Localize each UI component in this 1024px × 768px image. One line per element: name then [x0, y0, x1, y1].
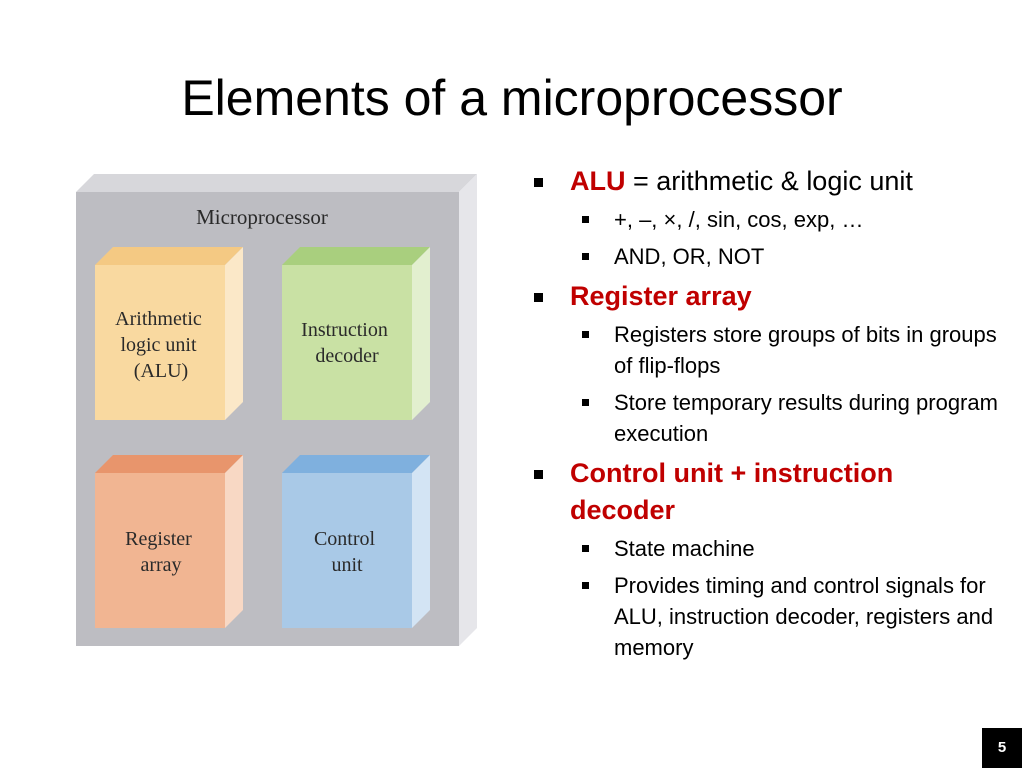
container-label: Microprocessor [196, 205, 328, 229]
register-block [95, 473, 225, 628]
square-bullet-icon [534, 163, 543, 200]
svg-text:Register array: Register array [125, 528, 197, 576]
bullet-register-array: Register array [530, 278, 1000, 315]
alu-block-line3: (ALU) [134, 360, 188, 382]
sub-bullet: State machine [530, 533, 1000, 564]
register-block-line1: Register [125, 528, 192, 550]
alu-block [95, 265, 225, 420]
svg-text:Control unit: Control unit [314, 528, 380, 576]
svg-text:Instruction decoder: Instruction decoder [301, 319, 393, 367]
register-block-line2: array [140, 554, 181, 576]
container-side-face [459, 174, 477, 646]
svg-text:Arithmetic logic unit: Arithmetic logic unit (ALU) [115, 308, 207, 382]
sub-bullet: AND, OR, NOT [530, 241, 1000, 272]
sub-bullet-text: Store temporary results during program e… [614, 390, 998, 446]
square-bullet-icon [582, 204, 589, 235]
decoder-block-top [282, 247, 430, 265]
sub-bullet: Store temporary results during program e… [530, 387, 1000, 449]
bullet-term: Register array [570, 281, 752, 311]
sub-bullet: +, –, ×, /, sin, cos, exp, … [530, 204, 1000, 235]
control-block [282, 473, 412, 628]
decoder-block-side [412, 247, 430, 420]
alu-block-side [225, 247, 243, 420]
sub-bullet-text: State machine [614, 536, 755, 561]
control-block-top [282, 455, 430, 473]
bullet-term: Control unit + instruction decoder [570, 458, 894, 525]
bullet-list: ALU = arithmetic & logic unit +, –, ×, /… [530, 163, 1000, 669]
square-bullet-icon [582, 319, 589, 350]
sub-bullet: Provides timing and control signals for … [530, 570, 1000, 663]
sub-bullet: Registers store groups of bits in groups… [530, 319, 1000, 381]
decoder-block-line2: decoder [315, 345, 379, 367]
square-bullet-icon [582, 387, 589, 418]
square-bullet-icon [582, 533, 589, 564]
control-block-side [412, 455, 430, 628]
square-bullet-icon [534, 455, 543, 492]
control-block-line2: unit [331, 554, 363, 576]
bullet-text: = arithmetic & logic unit [625, 166, 913, 196]
slide-title: Elements of a microprocessor [181, 70, 843, 126]
bullet-alu: ALU = arithmetic & logic unit [530, 163, 1000, 200]
register-block-side [225, 455, 243, 628]
sub-bullet-text: Provides timing and control signals for … [614, 573, 994, 660]
decoder-block-line1: Instruction [301, 319, 388, 341]
control-block-line1: Control [314, 528, 376, 550]
square-bullet-icon [534, 278, 543, 315]
square-bullet-icon [582, 570, 589, 601]
container-top-face [76, 174, 477, 192]
bullet-term: ALU [570, 166, 626, 196]
sub-bullet-text: +, –, ×, /, sin, cos, exp, … [614, 207, 864, 232]
square-bullet-icon [582, 241, 589, 272]
alu-block-top [95, 247, 243, 265]
page-number: 5 [982, 728, 1022, 768]
bullet-control-unit: Control unit + instruction decoder [530, 455, 1000, 529]
sub-bullet-text: Registers store groups of bits in groups… [614, 322, 997, 378]
alu-block-line2: logic unit [120, 334, 197, 356]
decoder-block [282, 265, 412, 420]
alu-block-line1: Arithmetic [115, 308, 202, 330]
sub-bullet-text: AND, OR, NOT [614, 244, 765, 269]
register-block-top [95, 455, 243, 473]
